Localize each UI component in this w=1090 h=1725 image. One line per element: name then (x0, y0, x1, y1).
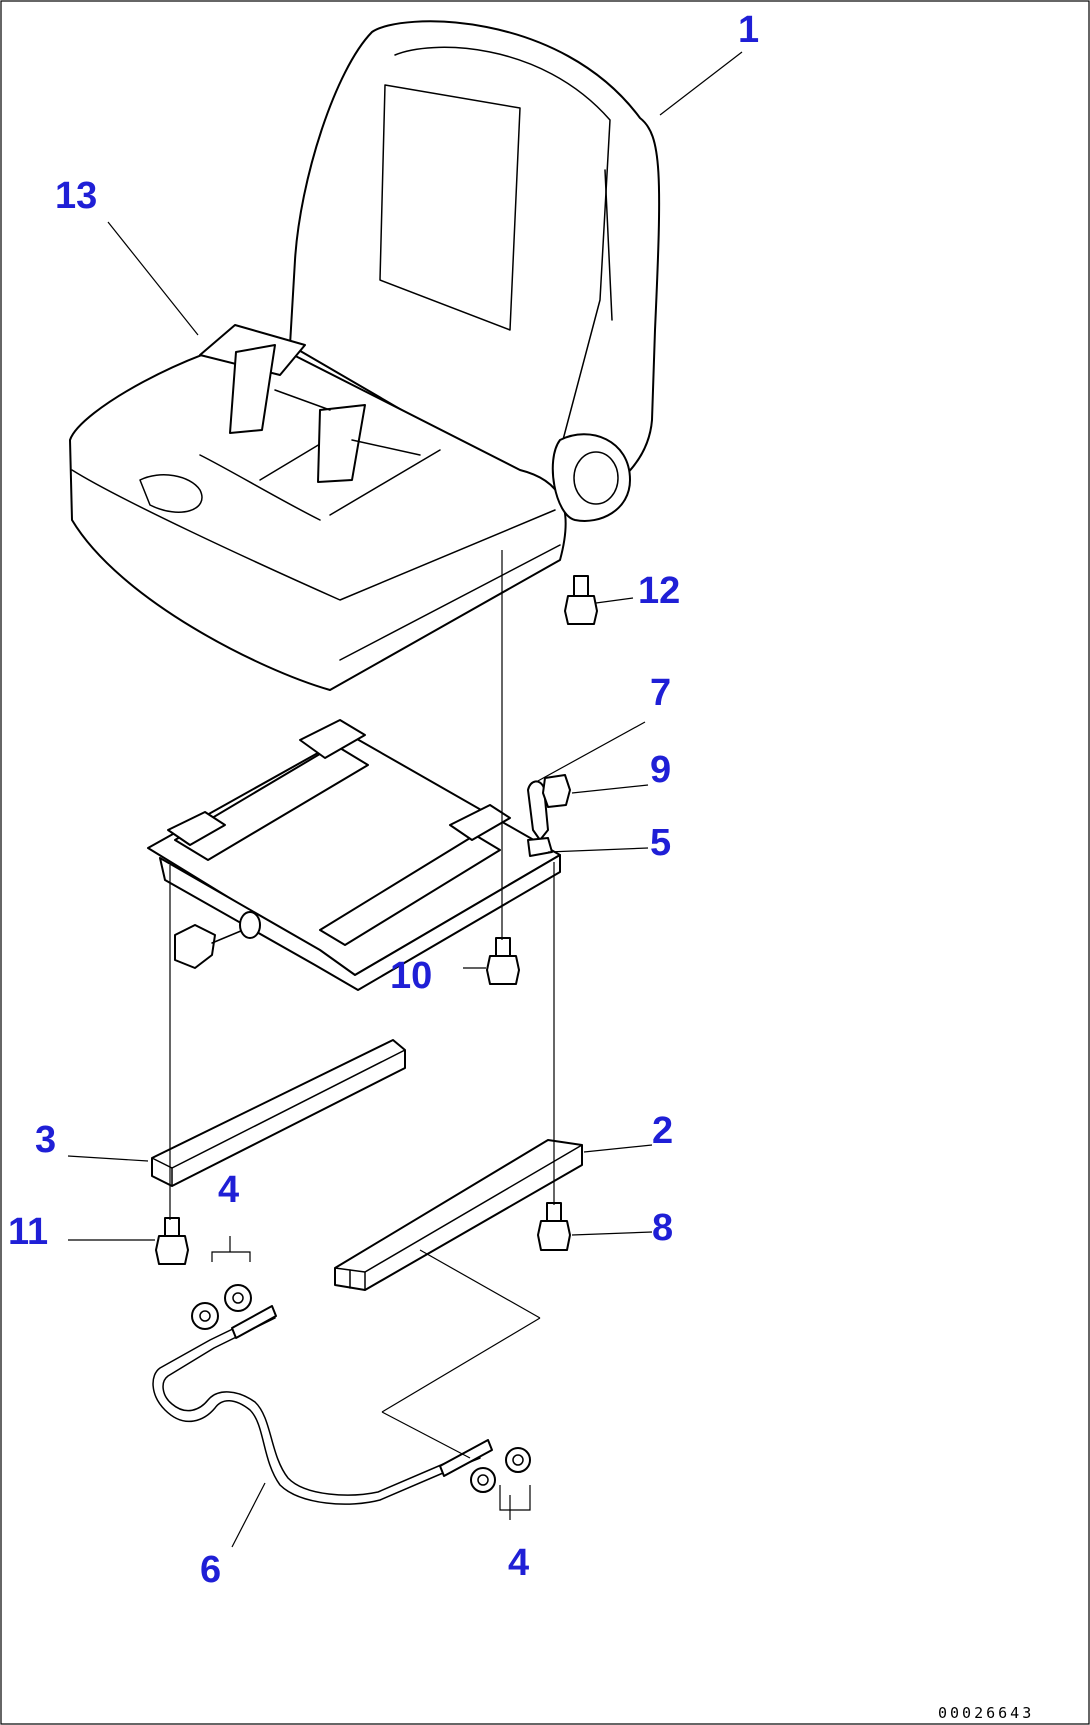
document-number: 00026643 (938, 1704, 1034, 1722)
seat-belt (199, 324, 421, 483)
callout-2: 2 (652, 1110, 673, 1152)
callout-8: 8 (652, 1207, 673, 1249)
callout-9: 9 (650, 749, 671, 791)
bolt-10 (486, 937, 520, 985)
callout-1: 1 (738, 9, 759, 51)
callout-7: 7 (650, 672, 671, 714)
bolt-11 (155, 1217, 189, 1265)
callout-5: 5 (650, 822, 671, 864)
nuts-4-lower (470, 1447, 531, 1493)
bolt-8 (537, 1202, 571, 1251)
nut-9 (542, 774, 571, 808)
callout-10: 10 (390, 955, 432, 997)
seat-assembly (69, 20, 661, 691)
callout-6: 6 (200, 1549, 221, 1591)
connecting-rod-6 (152, 1305, 493, 1505)
callout-labels: 1 13 12 7 9 5 10 3 2 4 8 11 6 4 (8, 9, 759, 1591)
rail-2 (334, 1139, 583, 1291)
callout-leaders (67, 51, 743, 1548)
callout-4-upper: 4 (218, 1169, 239, 1211)
adjust-knob (174, 911, 261, 969)
alignment-lines (169, 550, 555, 1459)
callout-11: 11 (8, 1211, 48, 1253)
callout-3: 3 (35, 1119, 56, 1161)
nuts-4-upper (191, 1284, 252, 1330)
callout-12: 12 (638, 570, 680, 612)
slide-frame (147, 719, 561, 991)
rail-3 (151, 1039, 406, 1187)
bolt-12 (564, 575, 598, 625)
callout-13: 13 (55, 175, 97, 217)
callout-4-lower: 4 (508, 1542, 529, 1584)
